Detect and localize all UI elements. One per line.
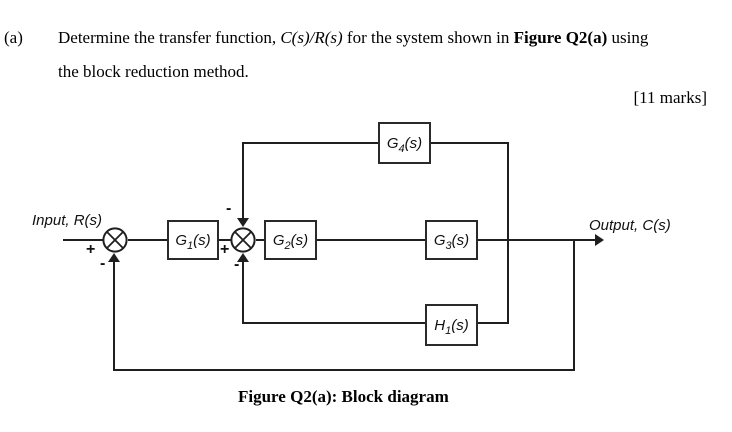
- block-h1-base: H: [434, 316, 446, 334]
- sign-j1-minus: -: [100, 255, 106, 272]
- block-h1: H1(s): [425, 304, 478, 346]
- block-g2-label: G2(s): [272, 231, 309, 252]
- sign-j2-plus: +: [220, 241, 230, 258]
- block-g4-arg: (s): [404, 134, 423, 152]
- h1-arrowhead-icon: [237, 253, 249, 262]
- output-label: Output, C(s): [589, 217, 671, 234]
- block-g1-sub: 1: [187, 239, 194, 252]
- sign-j2-bottom-minus: -: [234, 256, 240, 273]
- question-line1-text3: using: [607, 28, 649, 47]
- g4-arrowhead-icon: [237, 218, 249, 227]
- block-g2-arg: (s): [290, 231, 309, 249]
- question-line1-bold: Figure Q2(a): [513, 28, 608, 47]
- block-g2: G2(s): [264, 220, 317, 260]
- wire-h1-to-j2-bottom: [242, 322, 426, 324]
- block-g2-sub: 2: [284, 239, 291, 252]
- sign-j2-top-minus: -: [226, 200, 232, 217]
- question-line1-text1: Determine the transfer function,: [58, 28, 281, 47]
- block-g4-base: G: [386, 134, 399, 152]
- output-arrowhead-icon: [595, 234, 604, 246]
- wire-tap-to-h1: [477, 322, 509, 324]
- block-g3: G3(s): [425, 220, 478, 260]
- question-item-label: (a): [4, 28, 23, 47]
- wire-g4-drop: [242, 144, 244, 218]
- question-line1-text2: for the system shown in: [342, 28, 514, 47]
- block-g3-sub: 3: [445, 239, 452, 252]
- wire-outer-drop: [573, 241, 575, 370]
- wire-g1-to-j2: [219, 239, 231, 241]
- wire-outer-rise: [113, 262, 115, 370]
- wire-tap-to-g4: [431, 142, 509, 144]
- sign-j1-plus: +: [86, 241, 96, 258]
- block-g3-arg: (s): [451, 231, 470, 249]
- question-line1-math: C(s)/R(s): [280, 28, 343, 47]
- block-g3-base: G: [433, 231, 446, 249]
- wire-j2-to-g2: [256, 239, 265, 241]
- wire-outer-bottom: [113, 369, 575, 371]
- block-g1-label: G1(s): [175, 231, 211, 252]
- wire-input: [63, 239, 103, 241]
- outer-arrowhead-icon: [108, 253, 120, 262]
- figure-caption: Figure Q2(a): Block diagram: [238, 387, 449, 406]
- wire-g3-to-output: [478, 239, 596, 241]
- block-h1-arg: (s): [451, 316, 469, 334]
- question-line2: the block reduction method.: [58, 62, 249, 81]
- marks-label: [11 marks]: [633, 88, 708, 107]
- wire-g4-to-j2-top: [242, 142, 379, 144]
- block-g1: G1(s): [167, 220, 219, 260]
- wire-g2-to-g3: [317, 239, 426, 241]
- wire-h1-rise: [242, 262, 244, 323]
- wire-j1-to-g1: [128, 239, 168, 241]
- block-g3-label: G3(s): [433, 231, 470, 252]
- question-line1: Determine the transfer function, C(s)/R(…: [58, 28, 648, 47]
- block-g2-base: G: [272, 231, 285, 249]
- block-h1-sub: 1: [445, 324, 452, 337]
- block-g4-label: G4(s): [386, 134, 423, 155]
- input-label: Input, R(s): [32, 212, 103, 229]
- block-g4-sub: 4: [398, 142, 405, 155]
- block-h1-label: H1(s): [434, 316, 469, 337]
- block-g1-arg: (s): [193, 231, 211, 249]
- block-g4: G4(s): [378, 122, 431, 164]
- summing-junction-input: [102, 227, 128, 253]
- wire-tap-vertical: [507, 144, 509, 324]
- block-g1-base: G: [175, 231, 188, 249]
- summing-junction-2: [230, 227, 256, 253]
